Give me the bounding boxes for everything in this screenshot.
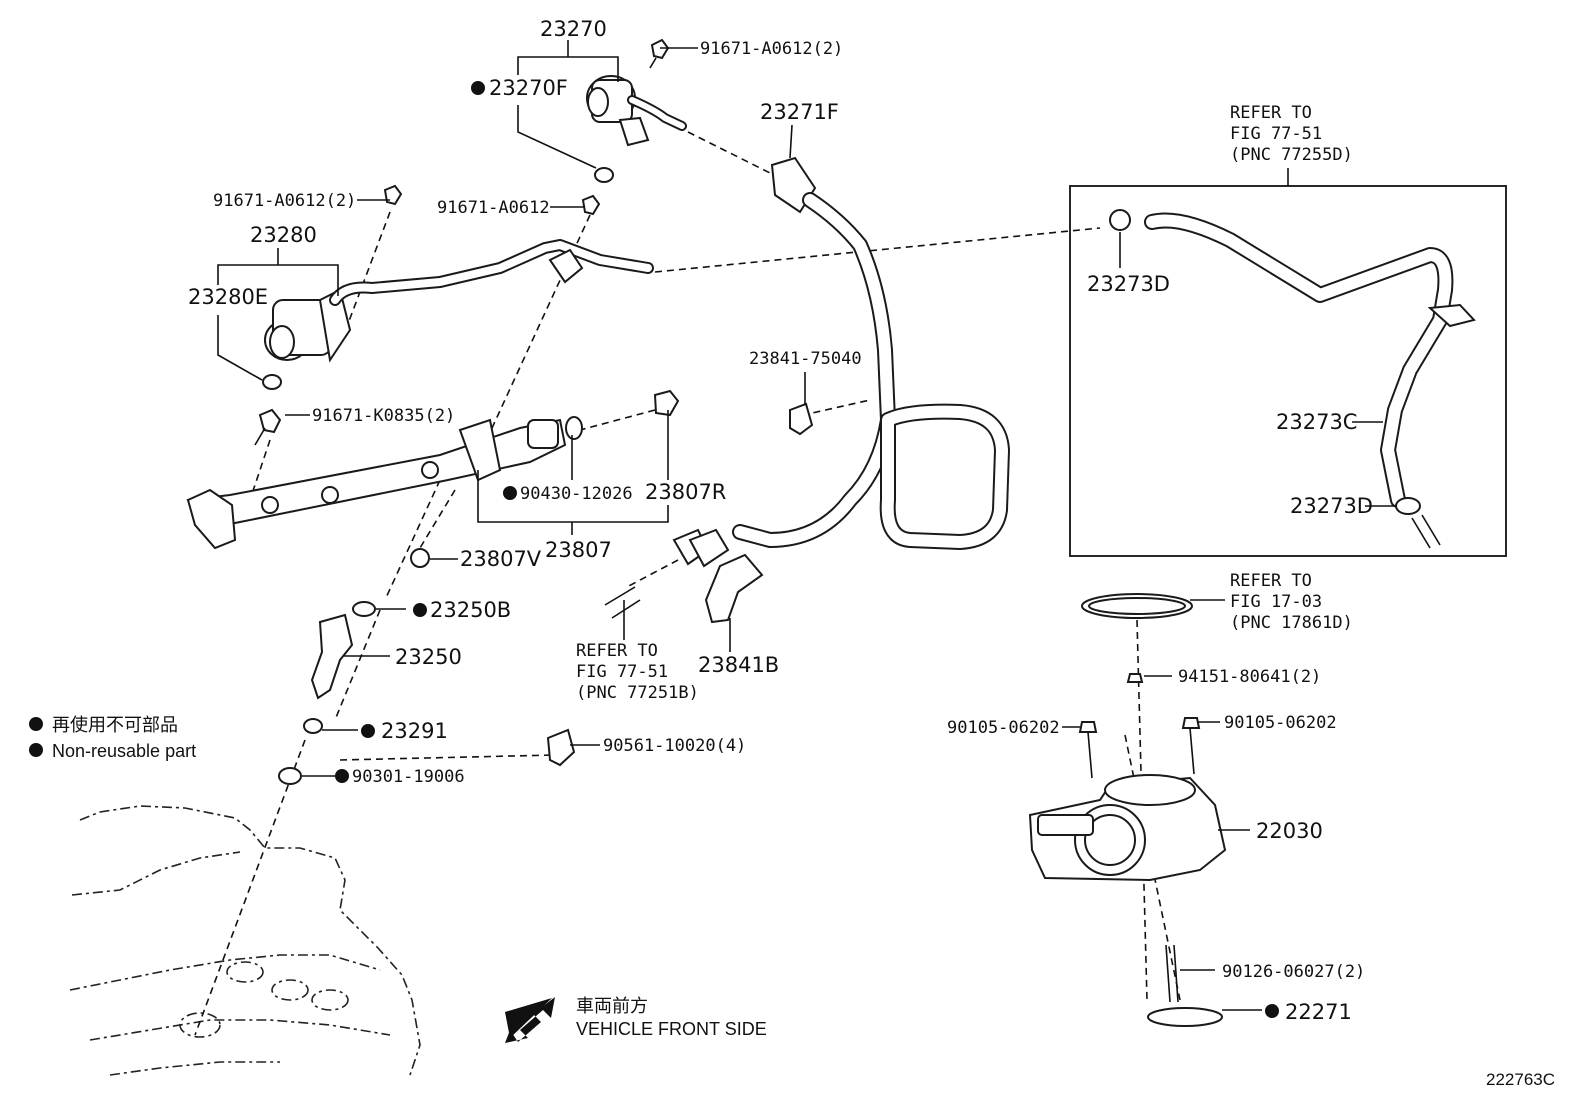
refer-17-03-line2: FIG 17-03 [1230, 592, 1322, 612]
label-23841-75040: 23841-75040 [749, 349, 862, 369]
refer-17-03-line1: REFER TO [1230, 571, 1312, 591]
legend-jp: 再使用不可部品 [52, 715, 178, 735]
pressure-regulator-23270 [586, 38, 687, 183]
label-91671-A0612: 91671-A0612 [437, 198, 550, 218]
label-23273D-bottom: 23273D [1290, 494, 1373, 518]
vehicle-front-indicator: 車両前方 VEHICLE FRONT SIDE [505, 996, 767, 1043]
label-90561-10020-4: 90561-10020(4) [603, 736, 746, 756]
engine-outline [69, 805, 421, 1076]
legend-marker-en [29, 743, 43, 757]
label-23280: 23280 [250, 223, 317, 247]
label-23271F: 23271F [760, 100, 839, 124]
legend: 再使用不可部品 Non-reusable part [52, 715, 196, 761]
direction-jp: 車両前方 [576, 996, 648, 1016]
label-23270F: 23270F [489, 76, 568, 100]
marker-23250B [413, 603, 427, 617]
label-23807: 23807 [545, 538, 612, 562]
pulsation-damper-23280 [262, 184, 654, 390]
leader-lines [217, 40, 1396, 1011]
marker-22271 [1265, 1004, 1279, 1018]
label-22271: 22271 [1285, 1000, 1352, 1024]
front-arrow-head-icon [505, 998, 552, 1038]
throttle-body-22030 [1028, 593, 1227, 1027]
inset-box-23273 [1069, 185, 1507, 557]
front-arrow-icon [505, 997, 555, 1043]
refer-77-51-bottom-line2: FIG 77-51 [576, 662, 668, 682]
legend-marker-jp [29, 717, 43, 731]
marker-23270F [471, 81, 485, 95]
label-23280E: 23280E [188, 285, 268, 309]
label-94151-80641-2: 94151-80641(2) [1178, 667, 1321, 687]
label-23841B: 23841B [698, 653, 779, 677]
label-23250B: 23250B [430, 598, 511, 622]
refer-77-51-top-line1: REFER TO [1230, 103, 1312, 123]
refer-77-51-top-line2: FIG 77-51 [1230, 124, 1322, 144]
marker-90430-12026 [503, 486, 517, 500]
label-23807R: 23807R [645, 480, 726, 504]
refer-17-03: REFER TO FIG 17-03 (PNC 17861D) [1230, 571, 1353, 633]
refer-77-51-bottom-line1: REFER TO [576, 641, 658, 661]
part-labels: 23270 23270F 91671-A0612(2) 23271F 91671… [188, 17, 1373, 1024]
label-22030: 22030 [1256, 819, 1323, 843]
label-23273C: 23273C [1276, 410, 1357, 434]
label-23807V: 23807V [460, 547, 542, 571]
label-90430-12026: 90430-12026 [520, 484, 633, 504]
label-90105-06202-right: 90105-06202 [1224, 713, 1337, 733]
refer-77-51-bottom: REFER TO FIG 77-51 (PNC 77251B) [576, 641, 699, 703]
marker-23291 [361, 724, 375, 738]
label-23273D-top: 23273D [1087, 272, 1170, 296]
marker-90301-19006 [335, 769, 349, 783]
small-parts [278, 402, 814, 785]
refer-77-51-bottom-line3: (PNC 77251B) [576, 683, 699, 703]
assembly-lines [194, 131, 1181, 1036]
label-90105-06202-left: 90105-06202 [947, 718, 1060, 738]
label-23270: 23270 [540, 17, 607, 41]
figure-id: 222763C [1486, 1070, 1555, 1089]
refer-77-51-top: REFER TO FIG 77-51 (PNC 77255D) [1230, 103, 1353, 165]
non-reusable-markers [29, 81, 1279, 1018]
label-91671-A0612-2-top: 91671-A0612(2) [700, 39, 843, 59]
legend-en: Non-reusable part [52, 741, 196, 761]
refer-77-51-top-line3: (PNC 77255D) [1230, 145, 1353, 165]
fuel-rail [186, 389, 680, 550]
label-90126-06027-2: 90126-06027(2) [1222, 962, 1365, 982]
label-23250: 23250 [395, 645, 462, 669]
label-90301-19006: 90301-19006 [352, 767, 465, 787]
fuel-hose-23271F [688, 156, 1010, 568]
label-91671-A0612-2-left: 91671-A0612(2) [213, 191, 356, 211]
label-91671-K0835-2: 91671-K0835(2) [312, 406, 455, 426]
direction-en: VEHICLE FRONT SIDE [576, 1019, 767, 1039]
refer-17-03-line3: (PNC 17861D) [1230, 613, 1353, 633]
label-23291: 23291 [381, 719, 448, 743]
